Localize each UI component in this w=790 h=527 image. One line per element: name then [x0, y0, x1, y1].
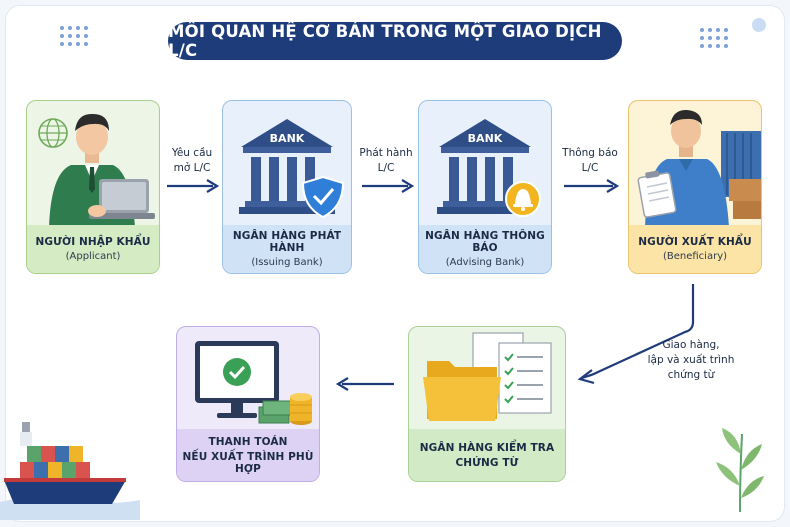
arrow-present-line1: Giao hàng,	[662, 339, 720, 351]
dot-pattern-left	[60, 26, 90, 56]
clipboard-icon	[637, 170, 677, 218]
node-advising-bank: BANK NGÂN HÀNG THÔNG BÁO (Advising Bank)	[418, 100, 552, 274]
monitor-check-icon	[195, 341, 279, 418]
arrow-issue-line1: Phát hành	[359, 147, 413, 159]
cargo-ship-icon	[0, 422, 140, 520]
beneficiary-name: NGƯỜI XUẤT KHẨU	[638, 236, 752, 248]
node-beneficiary: NGƯỜI XUẤT KHẨU (Beneficiary)	[628, 100, 762, 274]
applicant-role: (Applicant)	[65, 251, 121, 262]
arrow-request-line2: mở L/C	[173, 162, 211, 174]
applicant-name: NGƯỜI NHẬP KHẨU	[35, 236, 151, 248]
arrow-request-line1: Yêu cầu	[171, 147, 213, 159]
payment-line1: THANH TOÁN	[208, 435, 288, 448]
arrow-notify	[564, 179, 620, 193]
arrow-issue	[362, 179, 415, 193]
issuing-bank-sign: BANK	[270, 132, 305, 145]
arrow-issue-label: Phát hành L/C	[355, 146, 417, 176]
arrow-present-label: Giao hàng, lập và xuất trình chứng từ	[640, 338, 742, 383]
arrow-present-line3: chứng từ	[667, 369, 715, 381]
checking-bank-line1: NGÂN HÀNG KIỂM TRA	[419, 441, 555, 454]
arrow-payment	[335, 377, 394, 391]
checking-bank-line2: CHỨNG TỪ	[455, 456, 519, 469]
node-applicant: NGƯỜI NHẬP KHẨU (Applicant)	[26, 100, 160, 274]
diagram-title: MỐI QUAN HỆ CƠ BẢN TRONG MỘT GIAO DỊCH L…	[168, 22, 622, 60]
advising-bank-name: NGÂN HÀNG THÔNG BÁO	[425, 230, 545, 254]
dot-pattern-right	[700, 28, 730, 58]
bank-icon	[239, 119, 335, 214]
arrow-issue-line2: L/C	[377, 162, 395, 174]
arrow-request	[167, 179, 220, 193]
node-issuing-bank: BANK NGÂN HÀNG PHÁT HÀNH (Issuing Bank)	[222, 100, 352, 274]
payment-line2: NẾU XUẤT TRÌNH PHÙ HỢP	[182, 450, 314, 475]
laptop-icon	[88, 179, 155, 219]
container-icon	[721, 131, 761, 219]
leaf-icon	[716, 428, 764, 513]
arrow-notify-line2: L/C	[581, 162, 599, 174]
bell-icon	[505, 181, 541, 217]
folder-icon	[423, 361, 501, 421]
arrow-notify-label: Thông báo L/C	[555, 146, 625, 176]
coins-icon	[258, 393, 312, 425]
advising-bank-sign: BANK	[468, 132, 503, 145]
arrow-present	[577, 284, 695, 385]
node-payment: THANH TOÁN NẾU XUẤT TRÌNH PHÙ HỢP	[176, 326, 320, 482]
arrow-notify-line1: Thông báo	[562, 147, 618, 159]
decor-circle	[752, 18, 766, 32]
issuing-bank-name: NGÂN HÀNG PHÁT HÀNH	[232, 230, 342, 254]
node-checking-bank: NGÂN HÀNG KIỂM TRA CHỨNG TỪ	[408, 326, 566, 482]
arrow-present-line2: lập và xuất trình	[647, 354, 735, 366]
globe-icon	[38, 118, 68, 148]
bank-icon	[437, 119, 533, 214]
shield-check-icon	[301, 175, 345, 219]
issuing-bank-role: (Issuing Bank)	[251, 257, 323, 268]
arrow-request-label: Yêu cầu mở L/C	[163, 146, 221, 176]
advising-bank-role: (Advising Bank)	[445, 257, 525, 268]
beneficiary-role: (Beneficiary)	[662, 251, 728, 262]
